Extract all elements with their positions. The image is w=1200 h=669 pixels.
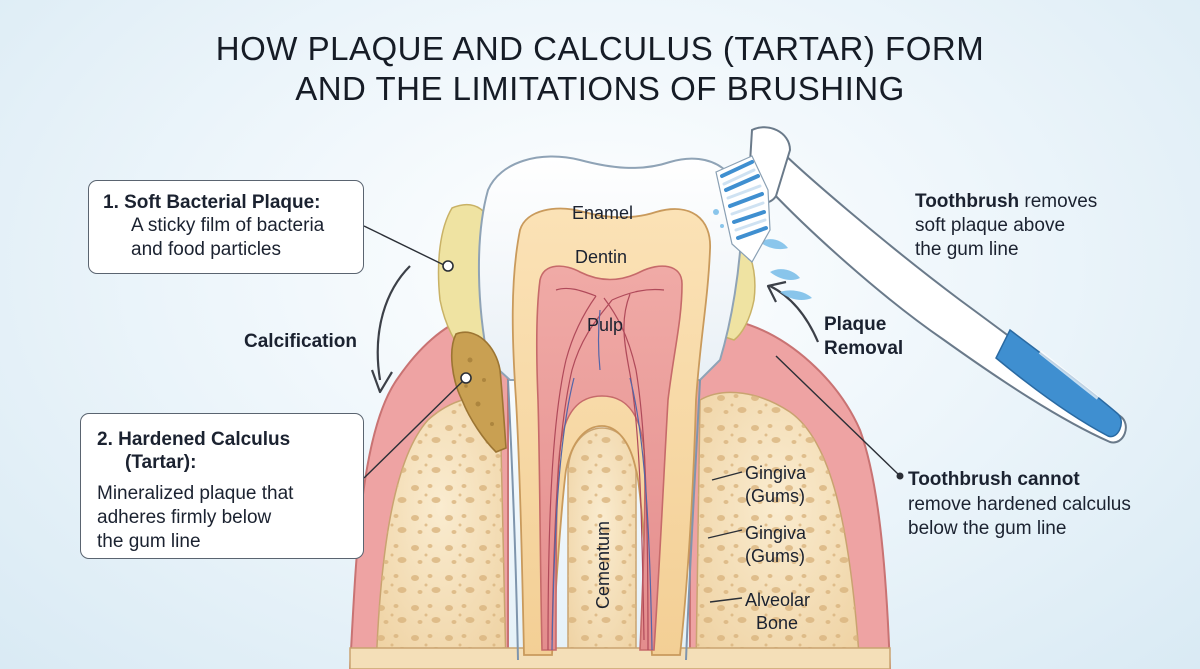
gingiva-label-2-line-2: (Gums): [745, 546, 805, 566]
gingiva-label-1-line-1: Gingiva: [745, 463, 807, 483]
gingiva-label-1-line-2: (Gums): [745, 486, 805, 506]
plaque-removal-arrow: [766, 280, 820, 343]
cementum-label: Cementum: [593, 520, 613, 610]
pulp-label: Pulp: [587, 315, 624, 335]
dentin-label: Dentin: [575, 247, 628, 267]
toothbrush-cannot-note-line-2: remove hardened calculus: [908, 494, 1131, 515]
alveolar-bone-label-line-2: Bone: [756, 613, 799, 633]
hardened-calculus-callout: 2. Hardened Calculus (Tartar): Mineraliz…: [80, 413, 364, 559]
gingiva-label-2-line-1: Gingiva: [745, 523, 807, 543]
page-title-line-1: HOW PLAQUE AND CALCULUS (TARTAR) FORM: [215, 30, 985, 67]
soft-plaque-body-line-1: A sticky film of bacteria: [131, 215, 325, 236]
hardened-calculus-body-line-1: Mineralized plaque that: [97, 483, 294, 504]
leader-dots: [442, 260, 472, 384]
soft-plaque-body-line-2: and food particles: [131, 239, 281, 260]
leader-dot-toothbrush-cannot: [896, 472, 904, 480]
toothbrush-removes-note-line-2: soft plaque above: [915, 215, 1066, 236]
toothbrush-removes-rest: removes: [1019, 191, 1098, 212]
plaque-removal-label-line-1: Plaque: [824, 314, 887, 335]
soft-plaque-callout: 1. Soft Bacterial Plaque: A sticky film …: [88, 180, 364, 274]
hardened-calculus-body-line-3: the gum line: [97, 531, 201, 552]
page-title-line-2: AND THE LIMITATIONS OF BRUSHING: [295, 70, 905, 107]
toothbrush-removes-note-line-3: the gum line: [915, 239, 1019, 260]
toothbrush-cannot-note-line-3: below the gum line: [908, 518, 1067, 539]
enamel-label: Enamel: [572, 203, 634, 223]
leader-lines: [363, 225, 899, 603]
hardened-calculus-title-line-1: 2. Hardened Calculus: [97, 429, 291, 450]
soft-plaque-title: 1. Soft Bacterial Plaque:: [103, 192, 321, 213]
toothbrush-cannot-note-line-1: Toothbrush cannot: [908, 469, 1080, 490]
plaque-removal-label-line-2: Removal: [824, 338, 904, 359]
toothbrush-bristles: [715, 155, 771, 263]
alveolar-bone-shape: [349, 391, 891, 669]
nerve-vessels: [547, 287, 665, 651]
calcification-arrow: [370, 265, 411, 394]
toothbrush-icon: [715, 126, 1127, 444]
toothbrush-removes-note-line-1: Toothbrush removes: [915, 190, 1097, 214]
toothbrush-removes-bold: Toothbrush: [915, 191, 1020, 212]
hardened-calculus-body-line-2: adheres firmly below: [97, 507, 272, 528]
water-splash-icon: [713, 209, 812, 300]
calcification-label: Calcification: [244, 331, 357, 352]
hardened-calculus-title-line-2: (Tartar):: [125, 452, 197, 473]
alveolar-bone-label-line-1: Alveolar: [745, 590, 811, 610]
